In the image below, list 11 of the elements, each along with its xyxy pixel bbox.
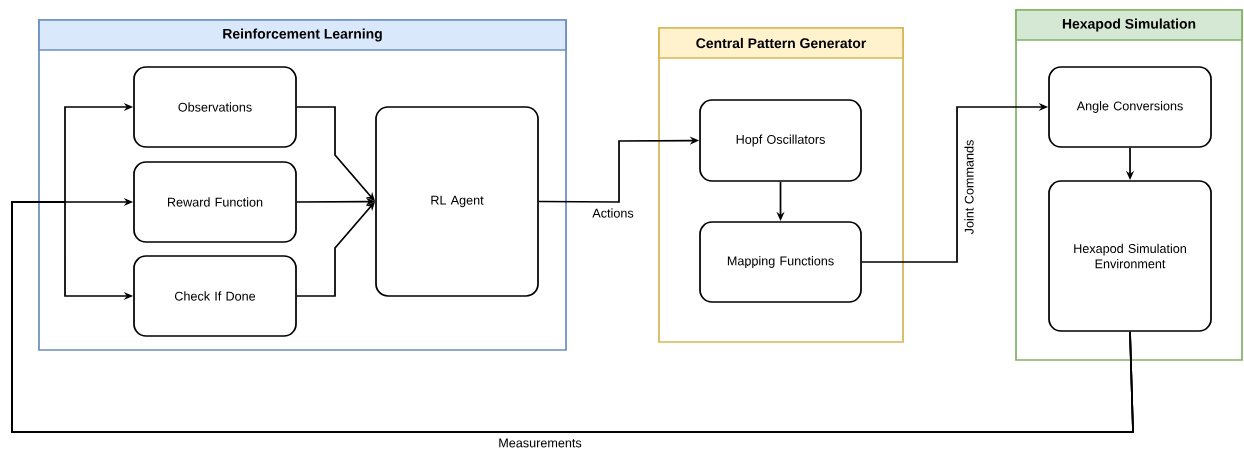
edge-label: Measurements <box>496 437 584 449</box>
process-box: Hopf Oscillators <box>699 99 862 182</box>
process-box: RL Agent <box>375 106 539 297</box>
process-box: Reward Function <box>133 161 297 243</box>
process-box: Check If Done <box>133 255 297 337</box>
process-box: Hexapod Simulation Environment <box>1048 180 1212 332</box>
process-box: Mapping Functions <box>699 221 862 303</box>
edge-label: Actions <box>591 207 636 219</box>
process-box: Observations <box>133 66 297 148</box>
process-box: Angle Conversions <box>1048 66 1212 148</box>
edge-label: Joint Commands <box>963 138 975 236</box>
